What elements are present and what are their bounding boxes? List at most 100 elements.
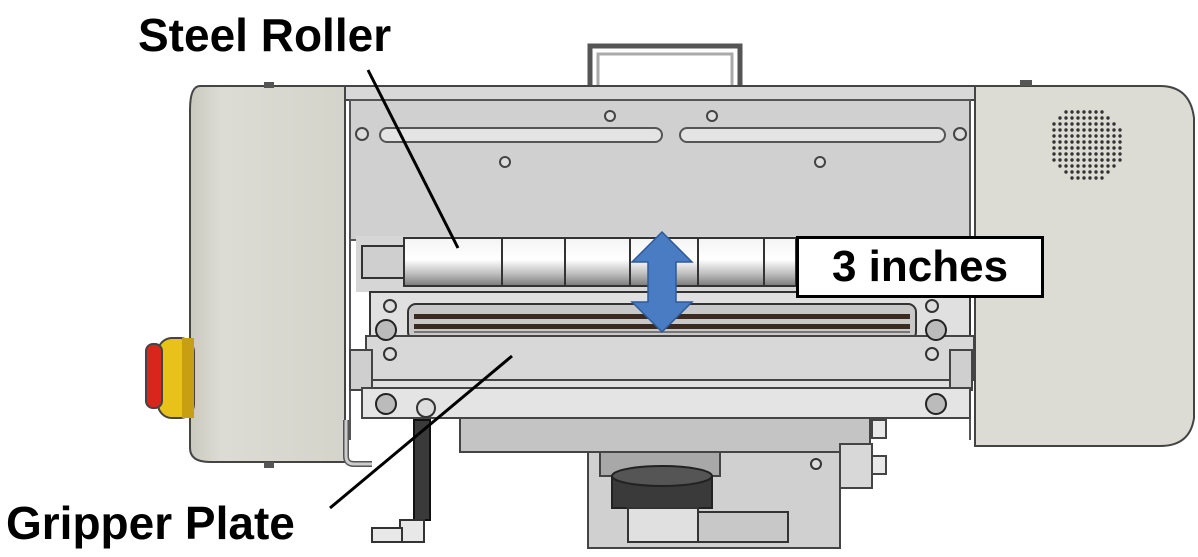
speaker-hole: [1088, 134, 1092, 138]
speaker-hole: [1070, 152, 1074, 156]
speaker-hole: [1076, 134, 1080, 138]
speaker-hole: [1112, 128, 1116, 132]
steel-roller-label: Steel Roller: [138, 9, 392, 61]
speaker-hole: [1070, 164, 1074, 168]
speaker-hole: [1076, 140, 1080, 144]
speaker-hole: [1070, 122, 1074, 126]
speaker-hole: [1082, 176, 1086, 180]
speaker-hole: [1076, 116, 1080, 120]
speaker-hole: [1082, 128, 1086, 132]
speaker-hole: [1064, 152, 1068, 156]
speaker-hole: [1076, 170, 1080, 174]
gripper-plate-leader-line: [329, 354, 513, 510]
speaker-hole: [1058, 158, 1062, 162]
speaker-hole: [1100, 128, 1104, 132]
speaker-hole: [1076, 164, 1080, 168]
speaker-hole: [1064, 146, 1068, 150]
speaker-hole: [1088, 158, 1092, 162]
gripper-plate-label: Gripper Plate: [6, 497, 295, 549]
speaker-hole: [1052, 158, 1056, 162]
speaker-hole: [1076, 128, 1080, 132]
speaker-hole: [1088, 152, 1092, 156]
speaker-hole: [1076, 158, 1080, 162]
speaker-hole: [1052, 128, 1056, 132]
speaker-hole: [1064, 134, 1068, 138]
speaker-hole: [1070, 134, 1074, 138]
speaker-hole: [1058, 146, 1062, 150]
speaker-hole: [1106, 128, 1110, 132]
emergency-stop-button: [145, 337, 195, 419]
speaker-hole: [1064, 158, 1068, 162]
speaker-hole: [1076, 122, 1080, 126]
dimension-label: 3 inches: [796, 236, 1044, 298]
speaker-hole: [1118, 158, 1122, 162]
speaker-hole: [1094, 122, 1098, 126]
speaker-hole: [1100, 176, 1104, 180]
speaker-grille: [1052, 110, 1122, 180]
speaker-hole: [1070, 158, 1074, 162]
speaker-hole: [1082, 134, 1086, 138]
speaker-hole: [1088, 170, 1092, 174]
speaker-hole: [1064, 170, 1068, 174]
speaker-hole: [1118, 140, 1122, 144]
speaker-hole: [1094, 146, 1098, 150]
speaker-hole: [1112, 134, 1116, 138]
speaker-hole: [1100, 110, 1104, 114]
speaker-hole: [1088, 110, 1092, 114]
speaker-hole: [1082, 140, 1086, 144]
speaker-hole: [1064, 164, 1068, 168]
speaker-hole: [1076, 146, 1080, 150]
speaker-hole: [1106, 170, 1110, 174]
speaker-hole: [1088, 164, 1092, 168]
speaker-hole: [1070, 110, 1074, 114]
top-handle: [587, 43, 743, 90]
left-side-panel: [189, 82, 346, 468]
speaker-hole: [1070, 146, 1074, 150]
speaker-hole: [1106, 140, 1110, 144]
speaker-hole: [1094, 176, 1098, 180]
speaker-hole: [1088, 176, 1092, 180]
speaker-hole: [1058, 122, 1062, 126]
speaker-hole: [1100, 170, 1104, 174]
speaker-hole: [1094, 158, 1098, 162]
gas-spring: [343, 398, 436, 543]
speaker-hole: [1112, 152, 1116, 156]
speaker-hole: [1118, 134, 1122, 138]
lower-mechanism: [361, 387, 971, 549]
speaker-hole: [1076, 110, 1080, 114]
speaker-hole: [1106, 122, 1110, 126]
speaker-hole: [1100, 152, 1104, 156]
speaker-hole: [1106, 152, 1110, 156]
speaker-hole: [1076, 152, 1080, 156]
speaker-hole: [1094, 170, 1098, 174]
speaker-hole: [1082, 146, 1086, 150]
speaker-hole: [1106, 116, 1110, 120]
speaker-hole: [1064, 128, 1068, 132]
speaker-hole: [1088, 116, 1092, 120]
speaker-hole: [1100, 158, 1104, 162]
speaker-hole: [1058, 134, 1062, 138]
speaker-hole: [1088, 140, 1092, 144]
speaker-hole: [1100, 134, 1104, 138]
speaker-hole: [1088, 122, 1092, 126]
right-side-panel: [974, 80, 1195, 447]
double-arrow-icon: [630, 230, 694, 334]
speaker-hole: [1118, 152, 1122, 156]
speaker-hole: [1070, 140, 1074, 144]
speaker-hole: [1082, 170, 1086, 174]
speaker-hole: [1094, 134, 1098, 138]
speaker-hole: [1082, 158, 1086, 162]
speaker-hole: [1112, 140, 1116, 144]
speaker-hole: [1118, 128, 1122, 132]
speaker-hole: [1094, 140, 1098, 144]
speaker-hole: [1100, 122, 1104, 126]
speaker-hole: [1052, 146, 1056, 150]
speaker-hole: [1052, 140, 1056, 144]
speaker-hole: [1082, 152, 1086, 156]
speaker-hole: [1106, 146, 1110, 150]
speaker-hole: [1112, 164, 1116, 168]
speaker-hole: [1118, 146, 1122, 150]
speaker-hole: [1094, 110, 1098, 114]
